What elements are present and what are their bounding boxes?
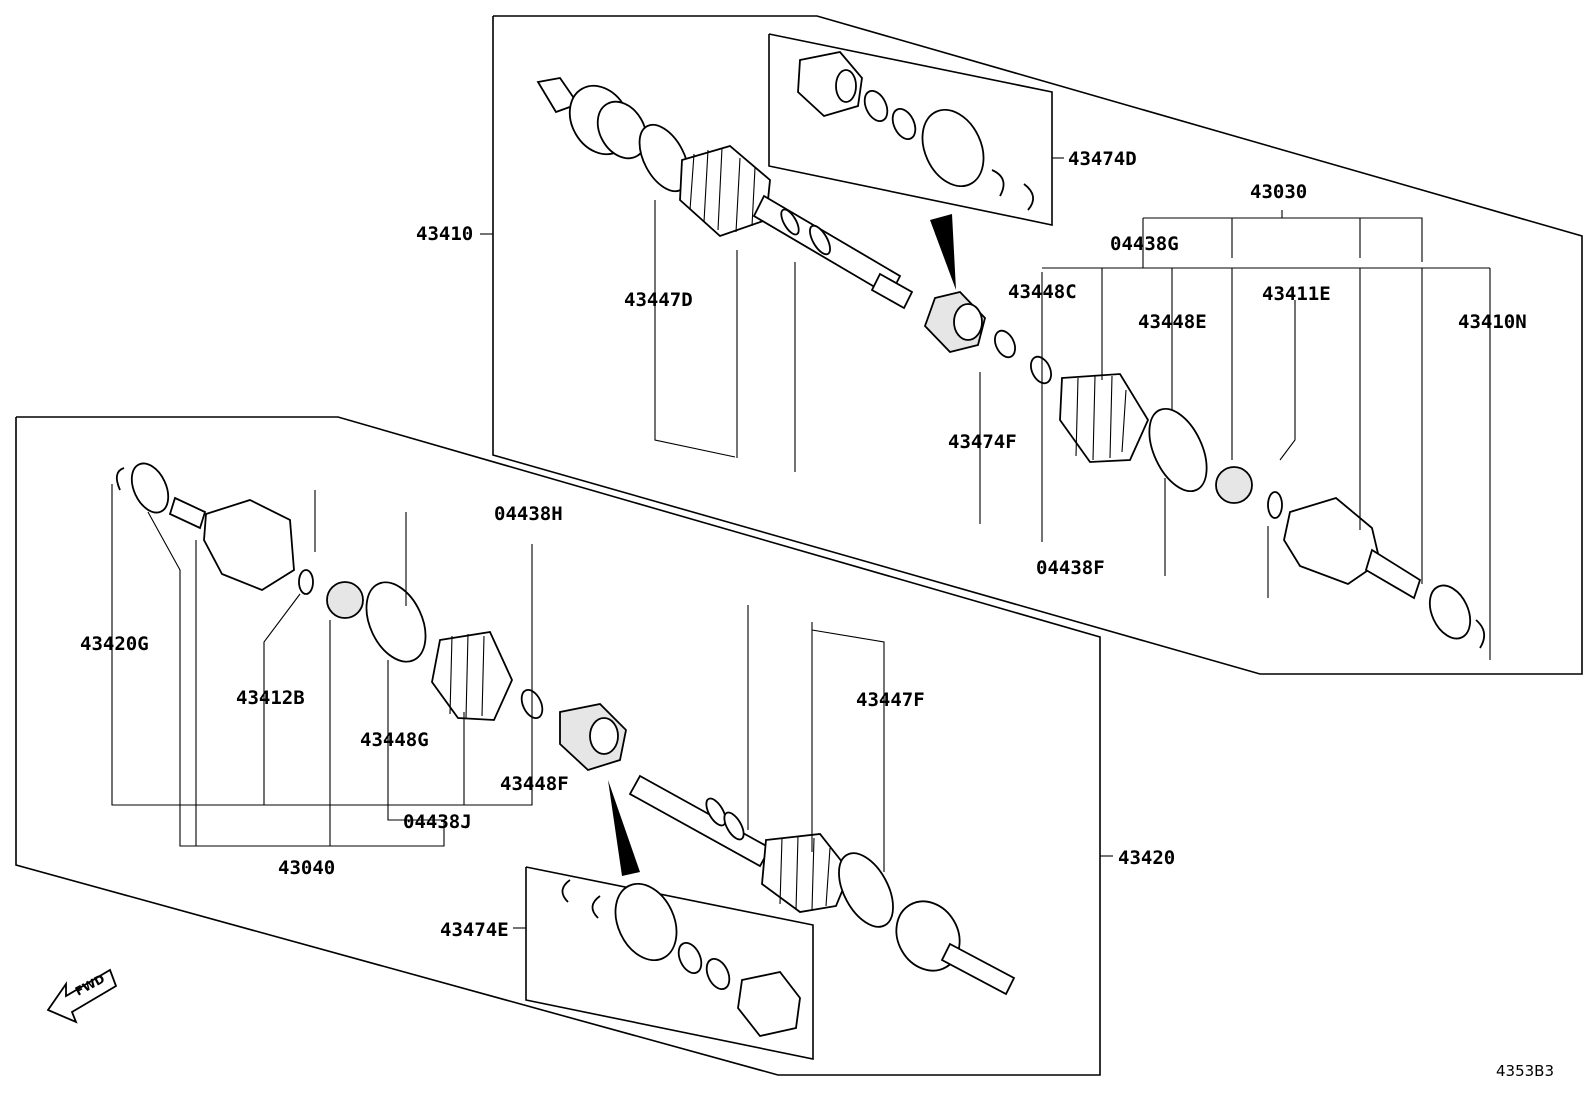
label-43474E: 43474E	[440, 919, 509, 941]
label-43448C: 43448C	[1008, 281, 1077, 303]
label-04438G: 04438G	[1110, 233, 1179, 255]
indicator-arrow-lower	[608, 780, 640, 876]
diagram-code: 4353B3	[1496, 1062, 1554, 1080]
label-04438J: 04438J	[403, 811, 472, 833]
indicator-arrow-upper	[930, 214, 956, 290]
label-43447F: 43447F	[856, 689, 925, 711]
part-labels: 43410 43474D 43030 04438G 43448C 43448E …	[80, 148, 1527, 941]
upper-leader-lines	[654, 200, 1491, 660]
label-43448F: 43448F	[500, 773, 569, 795]
lower-assembly-frame	[15, 416, 1113, 1076]
label-43447D: 43447D	[624, 289, 693, 311]
upper-drive-shaft	[536, 77, 1486, 649]
kit-43474E-parts	[561, 879, 801, 1038]
upper-assembly-frame	[480, 15, 1583, 675]
kit-43474E-box	[525, 866, 814, 1060]
label-43474F: 43474F	[948, 431, 1017, 453]
label-04438H: 04438H	[494, 503, 563, 525]
label-43040: 43040	[278, 857, 335, 879]
label-43474D: 43474D	[1068, 148, 1137, 170]
kit-43474D-parts	[797, 51, 1034, 211]
kit-43474D-box	[768, 33, 1053, 226]
label-43411E: 43411E	[1262, 283, 1331, 305]
label-04438F: 04438F	[1036, 557, 1105, 579]
fwd-arrow: FWD	[46, 968, 118, 1024]
label-43030: 43030	[1250, 181, 1307, 203]
lower-drive-shaft	[115, 462, 1016, 996]
label-43420G: 43420G	[80, 633, 149, 655]
label-43420: 43420	[1118, 847, 1175, 869]
label-43448E: 43448E	[1138, 311, 1207, 333]
fwd-arrow-icon	[46, 968, 118, 1024]
label-43410: 43410	[416, 223, 473, 245]
label-43410N: 43410N	[1458, 311, 1527, 333]
lower-leader-lines	[111, 484, 885, 872]
label-43412B: 43412B	[236, 687, 305, 709]
label-43448G: 43448G	[360, 729, 429, 751]
